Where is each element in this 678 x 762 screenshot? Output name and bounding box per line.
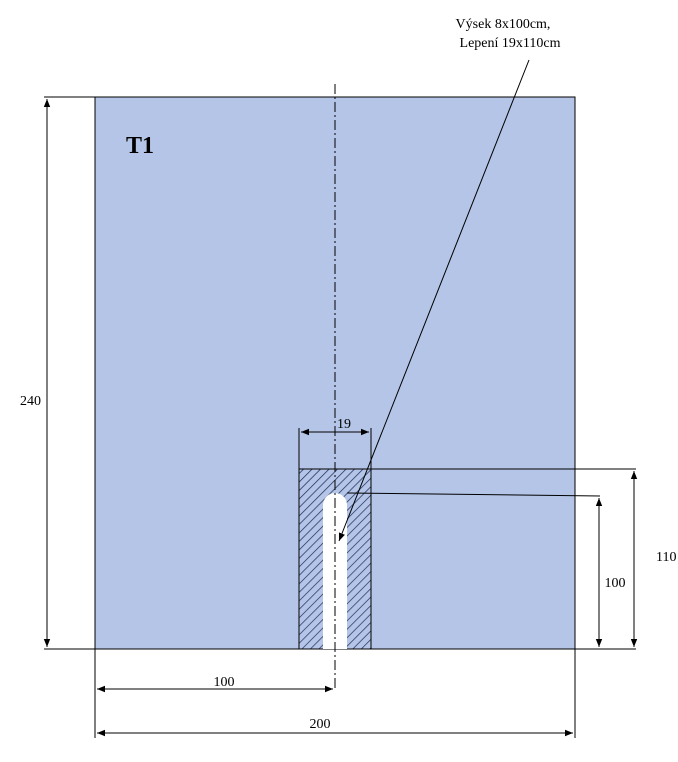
callout-line-2: Lepení 19x110cm xyxy=(460,36,561,51)
dim-slot-width-label: 19 xyxy=(337,417,351,432)
dim-height-label: 240 xyxy=(20,394,41,409)
callout-leader xyxy=(338,59,530,542)
dim-glue-height-label: 110 xyxy=(656,550,676,565)
dim-slot-height-label: 100 xyxy=(605,576,626,591)
callout-line-1: Výsek 8x100cm, xyxy=(456,17,551,32)
ext-slot-top xyxy=(346,492,601,497)
dim-offset-label: 100 xyxy=(214,675,235,690)
panel-title: T1 xyxy=(126,133,154,159)
dim-width-label: 200 xyxy=(310,717,331,732)
